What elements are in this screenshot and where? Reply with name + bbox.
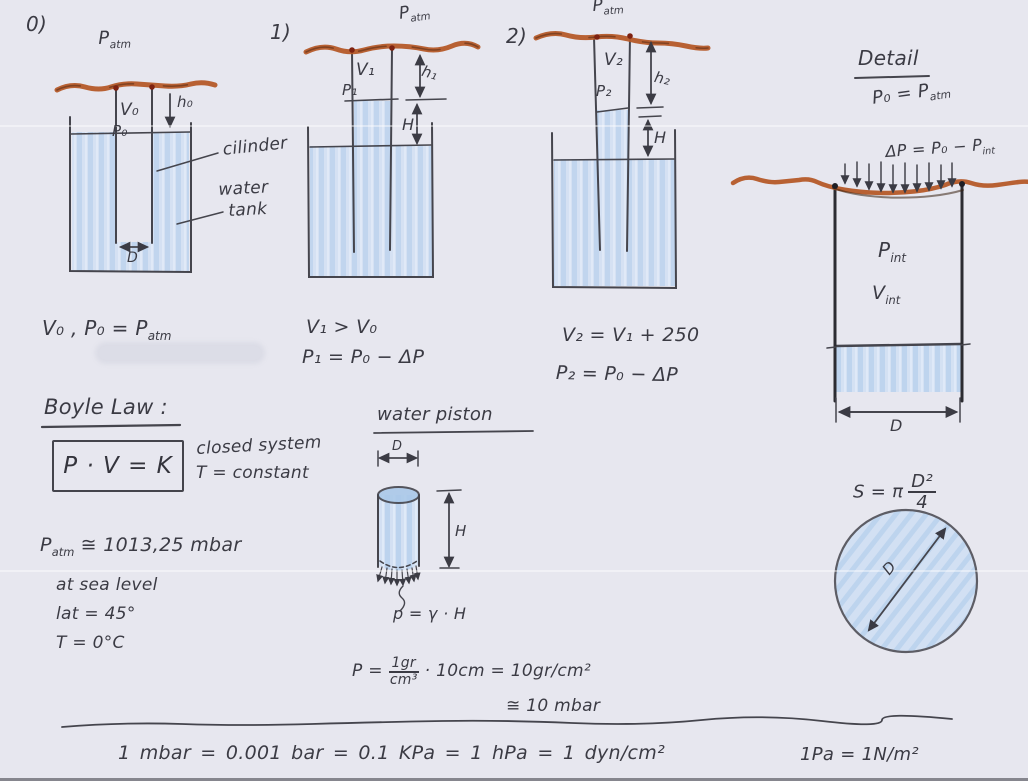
fig0-pressure-label: P₀ (112, 122, 128, 140)
piston-pressure-eq: p = γ · H (393, 604, 467, 623)
detail-title: Detail (858, 46, 919, 70)
fig1-H-label: H (402, 115, 415, 134)
pressure-calc-numerator: 1gr (388, 655, 419, 674)
fig1-pressure-label: P₁ (342, 81, 358, 99)
patm-value-line: Patm ≅ 1013,25 mbar (40, 534, 242, 559)
fig1-eq2: P₁ = P₀ − ΔP (302, 346, 425, 368)
detail-diameter-label: D (890, 416, 903, 435)
fig0-patm-label: Patm (97, 27, 132, 52)
pascal-conversion: 1Pa = 1N/m² (800, 744, 919, 765)
pressure-calc-denominator: cm³ (389, 672, 418, 689)
fig1-volume-label: V₁ (356, 60, 376, 80)
detail-vint-label: Vint (872, 282, 901, 307)
area-formula-denominator: 4 (916, 492, 929, 514)
boyle-formula: P · V = K (63, 453, 173, 479)
piston-height-label: H (455, 522, 467, 540)
fig0-diameter-label: D (127, 250, 139, 266)
fig2-eq2: P₂ = P₀ − ΔP (555, 362, 679, 387)
boyle-formula-box: P · V = K (52, 440, 184, 492)
fig2-patm-sub: atm (603, 5, 625, 18)
fig0-caption: V₀ , P₀ = Patm (42, 318, 171, 343)
water-tank-label-1: water (217, 177, 269, 200)
boyle-title: Boyle Law : (44, 395, 168, 419)
patm-value-sub: atm (51, 544, 75, 559)
water-tank-label-2: tank (227, 198, 268, 221)
pressure-calc-prefix: P = (352, 661, 383, 682)
fig2-h-label: h₂ (652, 68, 673, 90)
fig1-index: 1) (270, 20, 292, 44)
fig2-sketch (533, 31, 711, 290)
detail-pint-sub: int (890, 251, 907, 265)
pressure-calc-result: · 10cm = 10gr/cm² (424, 661, 592, 682)
fig2-pressure-label: P₂ (596, 82, 612, 100)
detail-sketch (730, 161, 1028, 654)
fig2-H-label: H (654, 128, 667, 147)
area-formula-numerator: D² (908, 472, 936, 494)
fig0-patm-sub: atm (109, 37, 132, 52)
detail-vint-base: V (872, 282, 886, 304)
underlines-sketch (40, 75, 953, 728)
boyle-note-2: T = constant (196, 463, 309, 483)
patm-value-base: P (40, 534, 52, 556)
fig0-caption-pre: V₀ , P₀ = P (42, 316, 148, 340)
fig2-volume-label: V₂ (604, 50, 624, 70)
fig1-eq1: V₁ > V₀ (306, 316, 378, 338)
area-formula-prefix: S = π (853, 481, 904, 503)
fig2-eq1: V₂ = V₁ + 250 (562, 324, 700, 346)
fig1-sketch (303, 40, 481, 278)
fig0-sketch (54, 80, 224, 274)
piston-title: water piston (377, 404, 493, 425)
fig2-patm-label: Patm (592, 0, 624, 19)
fig2-patm-base: P (591, 0, 604, 16)
piston-sketch (376, 450, 462, 612)
piston-diameter-label: D (392, 439, 403, 454)
latitude-note: lat = 45° (56, 604, 136, 624)
unit-conversion-line: 1 mbar = 0.001 bar = 0.1 KPa = 1 hPa = 1… (118, 742, 666, 764)
fig0-volume-label: V₀ (120, 100, 140, 120)
erased-smudge (95, 342, 265, 364)
fig1-patm-label: Patm (398, 2, 432, 27)
fig0-caption-sub: atm (147, 329, 172, 343)
detail-pint-label: Pint (878, 240, 906, 265)
patm-value: ≅ 1013,25 mbar (80, 534, 242, 556)
fig0-patm-base: P (97, 27, 110, 49)
temperature-note: T = 0°C (56, 633, 125, 653)
fig1-patm-sub: atm (409, 11, 432, 25)
detail-vint-sub: int (885, 292, 901, 307)
bottom-rule (61, 714, 953, 728)
detail-pint-base: P (878, 238, 891, 262)
detail-dp-sub: int (982, 145, 996, 158)
sea-level-note: at sea level (56, 575, 158, 595)
pressure-calc-approx: ≅ 10 mbar (506, 696, 601, 716)
fig0-index: 0) (26, 12, 48, 36)
fig0-h-label: h₀ (177, 93, 194, 111)
fig2-index: 2) (506, 24, 528, 48)
